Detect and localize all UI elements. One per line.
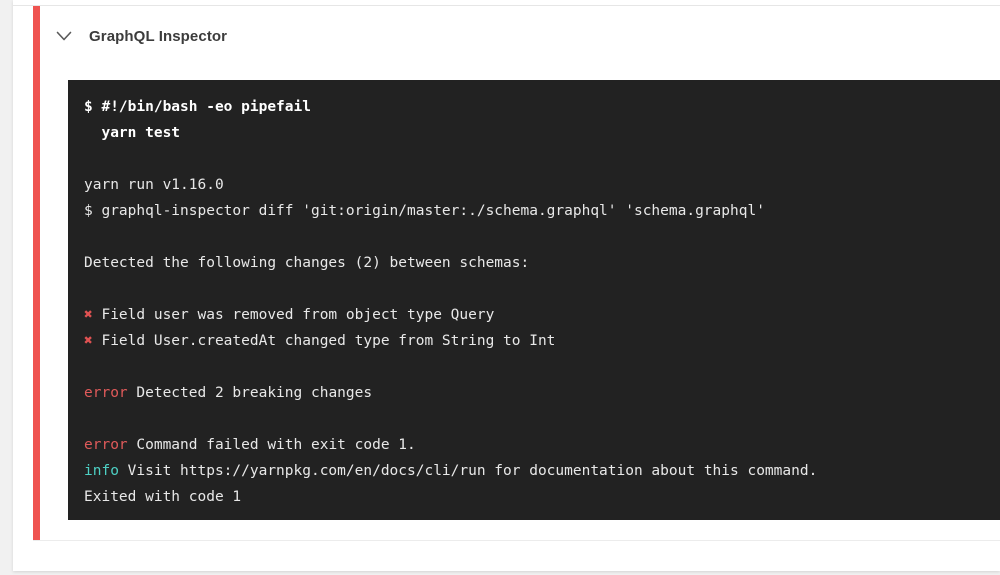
breaking-change-cross-icon: ✖	[84, 307, 93, 323]
log-level-error: error	[84, 437, 128, 453]
console-lines: $ #!/bin/bash -eo pipefail yarn test yar…	[84, 94, 1000, 510]
console-line: Detected the following changes (2) betwe…	[84, 255, 530, 271]
console-line-text: Field User.createdAt changed type from S…	[92, 333, 556, 349]
console-line	[84, 146, 1000, 172]
console-line-text: Detected 2 breaking changes	[127, 385, 373, 401]
step-header-toggle[interactable]: GraphQL Inspector	[53, 16, 983, 56]
console-line: yarn run v1.16.0	[84, 177, 224, 193]
console-line-text: Field user was removed from object type …	[92, 307, 495, 323]
log-level-error: error	[84, 385, 128, 401]
console-line: error Detected 2 breaking changes	[84, 380, 1000, 406]
breaking-change-cross-icon: ✖	[84, 333, 93, 349]
console-line	[84, 276, 1000, 302]
console-line: yarn test	[84, 125, 181, 141]
console-output[interactable]: $ #!/bin/bash -eo pipefail yarn test yar…	[68, 80, 1000, 520]
console-line	[84, 406, 1000, 432]
console-line: info Visit https://yarnpkg.com/en/docs/c…	[84, 458, 1000, 484]
console-line: error Command failed with exit code 1.	[84, 432, 1000, 458]
console-line: $ graphql-inspector diff 'git:origin/mas…	[84, 203, 765, 219]
console-line: Exited with code 1	[84, 489, 242, 505]
step-title: GraphQL Inspector	[89, 27, 228, 45]
chevron-down-icon[interactable]	[53, 25, 75, 47]
console-line-text: Visit https://yarnpkg.com/en/docs/cli/ru…	[118, 463, 818, 479]
console-line: $ #!/bin/bash -eo pipefail	[84, 99, 311, 115]
card-bottom-divider	[33, 540, 1000, 541]
card-top-divider	[13, 5, 1000, 6]
console-line	[84, 354, 1000, 380]
console-line: ✖ Field user was removed from object typ…	[84, 302, 1000, 328]
step-status-rail	[33, 6, 40, 540]
console-line-text: Command failed with exit code 1.	[127, 437, 416, 453]
console-line	[84, 224, 1000, 250]
log-level-info: info	[84, 463, 119, 479]
job-step-card: GraphQL Inspector $ #!/bin/bash -eo pipe…	[13, 0, 1000, 571]
console-line: ✖ Field User.createdAt changed type from…	[84, 328, 1000, 354]
